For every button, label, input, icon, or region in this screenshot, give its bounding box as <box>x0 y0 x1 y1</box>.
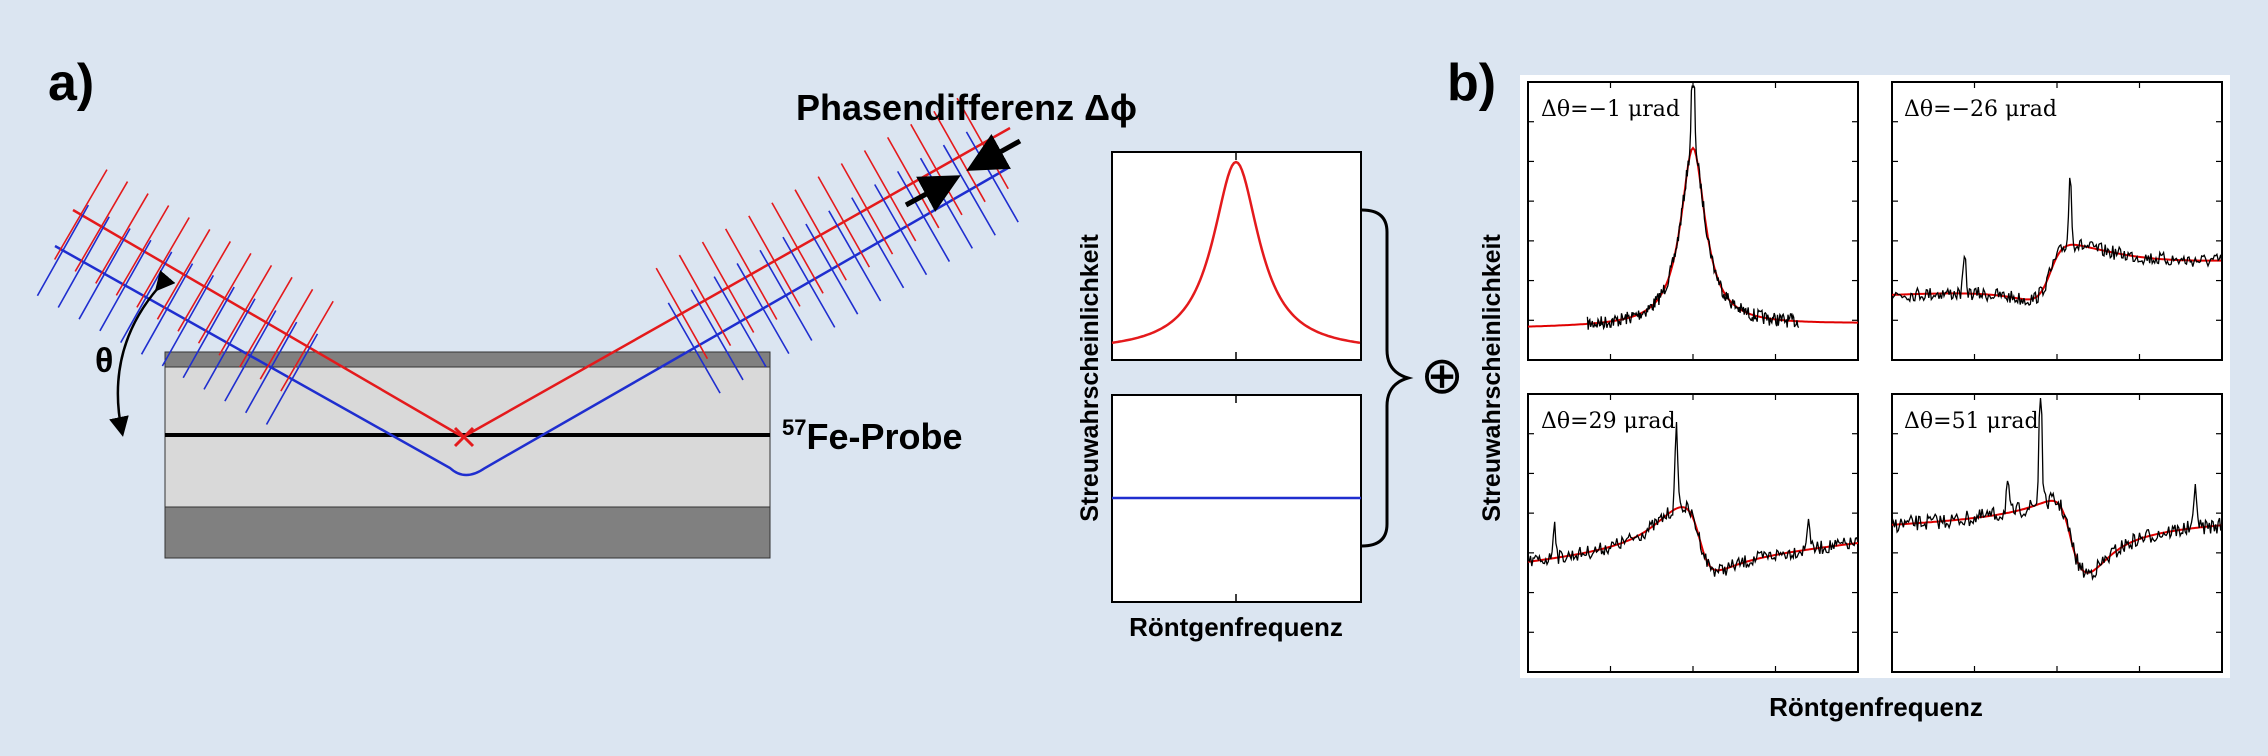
plot-frame <box>1891 393 2223 673</box>
measurement-plot-1: Δθ=−1 μrad <box>1527 81 1859 361</box>
wavefront-line <box>690 289 744 381</box>
wavefront-line <box>115 205 170 296</box>
mini-xlabel: Röntgenfrequenz <box>1129 612 1343 642</box>
wavefront-line <box>53 169 108 260</box>
lorentzian-curve <box>1111 160 1361 345</box>
curly-brace <box>1361 208 1414 548</box>
fe-probe-label: 57Fe-Probe <box>782 415 963 457</box>
wavefront-line <box>782 236 836 328</box>
wavefront-line <box>678 254 732 346</box>
fit-curve <box>1527 146 1858 328</box>
phase-difference-label: Phasendifferenz Δϕ <box>796 87 1137 128</box>
measurement-plot-2: Δθ=−26 μrad <box>1891 81 2223 361</box>
wavefront-line <box>156 229 211 320</box>
wavefront-line <box>840 163 894 255</box>
phase-arrow-left <box>966 133 1022 171</box>
wavefront-line <box>177 241 232 332</box>
wavefront-line <box>771 202 824 294</box>
wavefront-line <box>851 197 905 289</box>
wavefront-line <box>203 298 256 390</box>
plot-frame <box>1891 81 2223 361</box>
wavefront-hatches <box>36 97 1019 425</box>
oplus-symbol: ⊕ <box>1420 346 1464 406</box>
theta-label: θ <box>95 342 113 380</box>
panel-b-ylabel: Streuwahrscheinlichkeit <box>1478 234 1506 522</box>
measurement-plot-3: Δθ=29 μrad <box>1527 393 1859 673</box>
blue-beam <box>54 166 1009 477</box>
cross-mark <box>453 426 475 448</box>
plot-annotation: Δθ=−26 μrad <box>1904 97 2057 122</box>
wavefront-line <box>919 157 974 249</box>
panel-b-xlabel: Röntgenfrequenz <box>1769 692 1983 722</box>
plot-frame <box>1527 81 1859 361</box>
wavefront-line <box>701 241 755 333</box>
phase-arrow-right <box>904 175 961 212</box>
wavefront-line <box>863 150 917 242</box>
mini-plots: Streuwahrscheinlichkeit Röntgenfrequenz … <box>1076 151 1464 642</box>
substrate-layer <box>164 506 771 559</box>
wavefront-line <box>933 110 986 203</box>
wavefront-line <box>239 276 293 368</box>
plot-annotation: Δθ=−1 μrad <box>1541 97 1680 122</box>
wavefront-line <box>667 302 721 394</box>
data-curve <box>1527 421 1859 577</box>
fit-curve <box>1891 243 2223 301</box>
wavefront-line <box>99 239 152 332</box>
wavefront-line <box>218 264 273 356</box>
wavefront-line <box>805 223 859 315</box>
wavefront-line <box>280 300 334 392</box>
plot-ticks <box>1528 82 2222 672</box>
sample-stack <box>164 351 771 559</box>
wavefront-line <box>197 252 252 344</box>
wavefront-line <box>244 321 298 414</box>
data-curve <box>1891 177 2223 307</box>
wavefront-line <box>886 137 940 229</box>
plot-frame <box>1527 393 1859 673</box>
wavefront-line <box>182 286 235 379</box>
wavefront-line <box>817 176 871 268</box>
wavefront-line <box>874 184 928 276</box>
wavefront-line <box>265 333 319 425</box>
beams <box>36 97 1019 477</box>
wavefront-line <box>759 249 813 341</box>
wavefront-line <box>736 263 790 355</box>
wavefront-line <box>36 204 90 297</box>
wavefront-line <box>724 228 778 320</box>
panel-b-label: b) <box>1447 54 1496 112</box>
data-curve <box>1891 397 2223 581</box>
wavefront-line <box>713 276 767 368</box>
wavefront-line <box>74 181 129 272</box>
plot-annotation: Δθ=29 μrad <box>1541 409 1676 434</box>
wavefront-line <box>140 263 194 355</box>
wavefront-line <box>120 251 173 343</box>
mini-plot-top <box>1111 151 1362 361</box>
wavefront-line <box>896 170 951 262</box>
theta-arc-arrow <box>109 270 176 437</box>
wavefront-line <box>655 267 709 360</box>
wavefront-line <box>748 215 801 307</box>
panel-a-label: a) <box>48 54 94 112</box>
wavefront-line <box>794 189 847 281</box>
wavefront-line <box>910 123 963 216</box>
wavefront-line <box>57 216 110 308</box>
measurement-plot-4: Δθ=51 μrad <box>1891 393 2223 673</box>
wavefront-line <box>95 193 149 284</box>
wavefront-line <box>259 288 314 380</box>
wavefront-line <box>942 144 996 236</box>
wavefront-line <box>828 210 882 302</box>
mini-ylabel: Streuwahrscheinlichkeit <box>1076 234 1104 522</box>
wavefront-line <box>224 310 277 402</box>
wavefront-line <box>78 228 131 320</box>
plot-annotation: Δθ=51 μrad <box>1904 409 2039 434</box>
wavefront-line <box>136 217 190 308</box>
